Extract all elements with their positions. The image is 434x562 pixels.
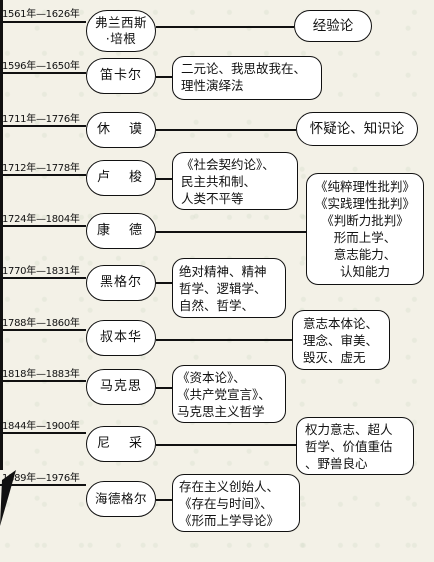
philosopher-node-hegel: 黑格尔 <box>86 265 156 301</box>
date-label: 1788年—1860年 <box>2 318 80 329</box>
date-label: 1561年—1626年 <box>2 9 80 20</box>
date-label: 1596年—1650年 <box>2 61 80 72</box>
tick <box>0 174 86 176</box>
philosopher-node-bacon: 弗兰西斯 ·培根 <box>86 10 156 52</box>
date-label: 1818年—1883年 <box>2 369 80 380</box>
works-hegel: 绝对精神、精神 哲学、逻辑学、 自然、哲学、 <box>172 258 286 318</box>
tick <box>0 21 86 23</box>
connector <box>156 444 296 446</box>
timeline-axis <box>0 0 3 470</box>
philosopher-node-nietzsche: 尼 采 <box>86 426 156 462</box>
works-descartes: 二元论、我思故我在、 理性演绎法 <box>172 56 322 100</box>
tick <box>0 72 86 74</box>
tick <box>0 484 86 486</box>
works-hume: 怀疑论、知识论 <box>296 112 418 146</box>
tick <box>0 277 86 279</box>
connector <box>156 26 294 28</box>
philosopher-node-descartes: 笛卡尔 <box>86 58 156 94</box>
connector <box>156 387 172 389</box>
philosopher-node-marx: 马克思 <box>86 369 156 405</box>
philosopher-node-hume: 休 谟 <box>86 112 156 148</box>
date-label: 1712年—1778年 <box>2 163 80 174</box>
tick <box>0 225 86 227</box>
works-nietzsche: 权力意志、超人 哲学、价值重估 、野兽良心 <box>296 417 414 475</box>
works-bacon: 经验论 <box>294 10 372 42</box>
connector <box>156 178 172 180</box>
philosopher-node-schopenhauer: 叔本华 <box>86 320 156 356</box>
works-schopenhauer: 意志本体论、 理念、审美、 毁灭、虚无 <box>292 310 390 370</box>
connector <box>156 231 306 233</box>
date-label: 1711年—1776年 <box>2 114 80 125</box>
date-label: 1844年—1900年 <box>2 421 80 432</box>
connector <box>156 282 172 284</box>
tick <box>0 125 86 127</box>
connector <box>156 499 172 501</box>
tick <box>0 329 86 331</box>
date-label: 1724年—1804年 <box>2 214 80 225</box>
works-rousseau: 《社会契约论》、 民主共和制、 人类不平等 <box>172 152 298 210</box>
philosopher-node-rousseau: 卢 梭 <box>86 160 156 196</box>
date-label: 1889年—1976年 <box>2 473 80 484</box>
tick <box>0 432 86 434</box>
connector <box>156 76 172 78</box>
connector <box>156 339 292 341</box>
connector <box>156 129 296 131</box>
date-label: 1770年—1831年 <box>2 266 80 277</box>
philosopher-node-heidegger: 海德格尔 <box>86 481 156 517</box>
tick <box>0 380 86 382</box>
works-marx: 《资本论》、 《共产党宣言》、 马克思主义哲学 <box>172 365 286 423</box>
works-kant: 《纯粹理性批判》 《实践理性批判》 《判断力批判》 形而上学、 意志能力、 认知… <box>306 173 424 285</box>
philosopher-node-kant: 康 德 <box>86 213 156 249</box>
works-heidegger: 存在主义创始人、 《存在与时间》、 《形而上学导论》 <box>172 474 300 532</box>
